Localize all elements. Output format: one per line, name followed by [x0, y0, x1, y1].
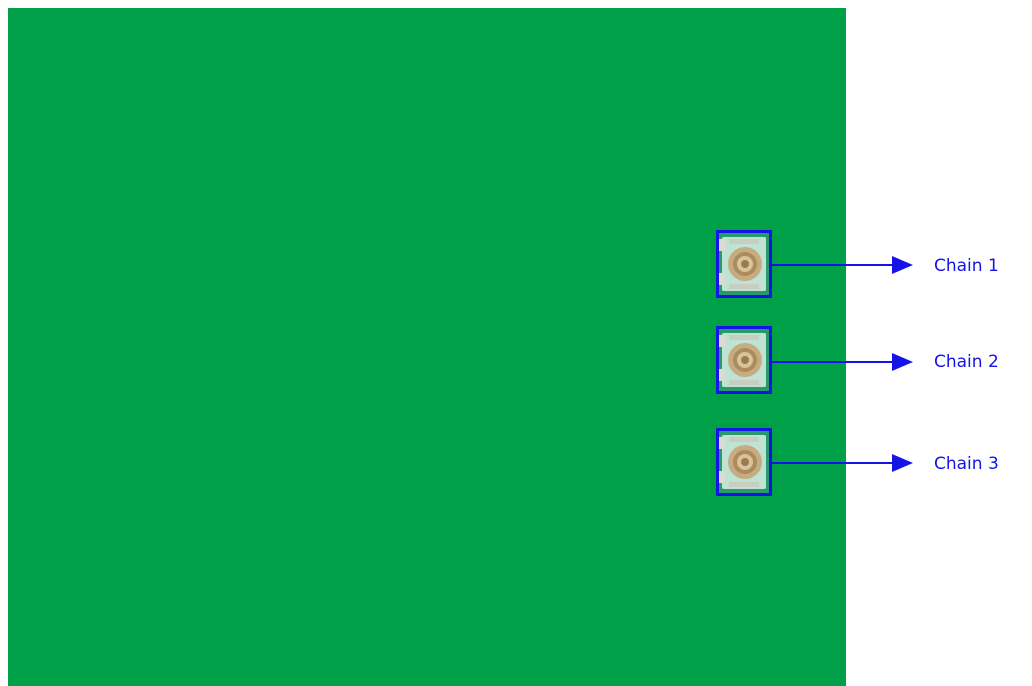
ufl-connector-icon: [719, 431, 769, 493]
leader-line-chain-3: [772, 462, 894, 464]
leader-line-chain-2: [772, 361, 894, 363]
leader-line-chain-1: [772, 264, 894, 266]
pcb-board: [8, 8, 846, 686]
antenna-connector-chain-3: [716, 428, 772, 496]
ufl-connector-icon: [719, 233, 769, 295]
arrowhead-chain-1: [892, 256, 913, 274]
arrowhead-chain-3: [892, 454, 913, 472]
antenna-connector-chain-2: [716, 326, 772, 394]
antenna-connector-chain-1: [716, 230, 772, 298]
ufl-connector-icon: [719, 329, 769, 391]
chain-2-label: Chain 2: [934, 352, 999, 372]
chain-3-label: Chain 3: [934, 454, 999, 474]
arrowhead-chain-2: [892, 353, 913, 371]
chain-1-label: Chain 1: [934, 256, 999, 276]
